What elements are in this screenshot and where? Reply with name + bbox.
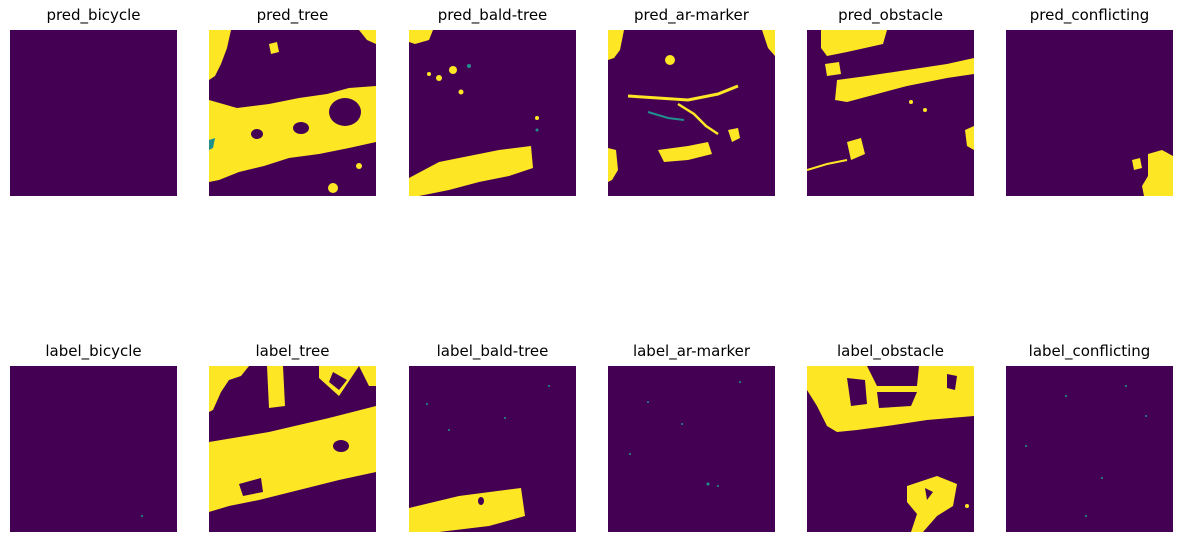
mask-image — [807, 30, 974, 196]
panel-title: label_tree — [255, 342, 330, 360]
mask-image — [1006, 366, 1173, 532]
mask-image — [10, 366, 177, 532]
mask-image — [10, 30, 177, 196]
panel-title: pred_bicycle — [46, 6, 141, 24]
panel-title: pred_obstacle — [838, 6, 943, 24]
panel-title: pred_conflicting — [1029, 6, 1150, 24]
mask-image — [409, 366, 576, 532]
panel-title: label_conflicting — [1028, 342, 1151, 360]
panel-title: label_ar-marker — [632, 342, 751, 360]
mask-image — [807, 366, 974, 532]
mask-image — [209, 30, 376, 196]
mask-image — [1006, 30, 1173, 196]
panel-title: pred_ar-marker — [634, 6, 749, 24]
mask-image — [409, 30, 576, 196]
panel-title: label_bald-tree — [436, 342, 549, 360]
mask-image — [209, 366, 376, 532]
panel-title: pred_tree — [256, 6, 329, 24]
panel-title: label_obstacle — [836, 342, 944, 360]
panel-title: pred_bald-tree — [437, 6, 548, 24]
panel-title: label_bicycle — [45, 342, 142, 360]
mask-image — [608, 30, 775, 196]
mask-image — [608, 366, 775, 532]
